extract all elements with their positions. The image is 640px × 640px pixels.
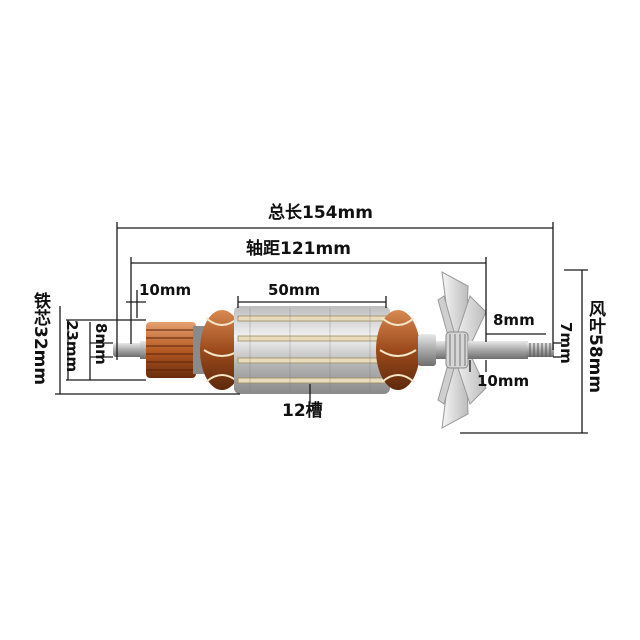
slot-count-label: 12槽 (282, 401, 323, 421)
thread-lines (529, 343, 551, 357)
right-winding (376, 310, 420, 390)
bearing-collar (418, 334, 436, 366)
fan-diameter-label: 风叶58mm (585, 300, 605, 394)
fan (437, 271, 487, 429)
left-shaft-diameter-label: 8mm (92, 323, 110, 365)
core-diameter-label: 铁芯32mm (30, 292, 50, 386)
right-shaft (468, 341, 528, 359)
iron-core (234, 306, 390, 394)
total-length-label: 总长154mm (268, 203, 373, 223)
right-shaft-length-label: 10mm (477, 372, 530, 390)
left-winding (200, 310, 244, 390)
thread-diameter-label: 7mm (557, 322, 575, 364)
commutator-length-label: 10mm (139, 281, 192, 299)
commutator-diameter-label: 23mm (63, 320, 81, 373)
axle-distance-label: 轴距121mm (246, 239, 351, 259)
threaded-end (526, 343, 554, 357)
dimension-lines (55, 222, 588, 434)
right-winding-strings (379, 317, 417, 383)
commutator-bars (146, 329, 196, 371)
right-shaft-diameter-label: 8mm (493, 311, 535, 329)
commutator (146, 322, 196, 378)
core-length-label: 50mm (268, 281, 321, 299)
core-laminations (249, 308, 371, 392)
